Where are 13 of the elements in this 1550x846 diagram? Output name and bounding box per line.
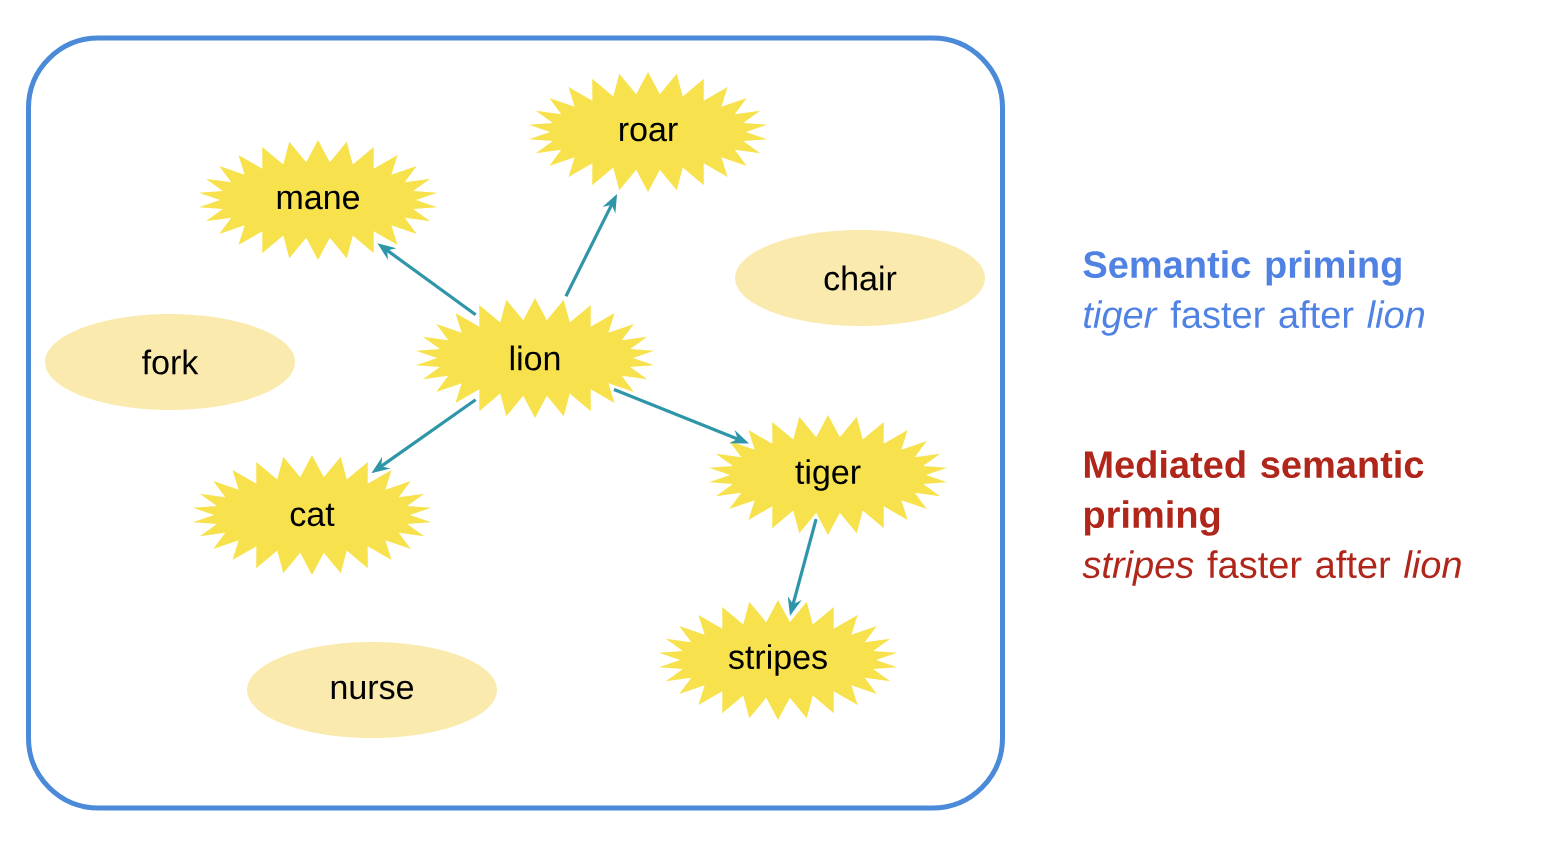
- starburst-node: cat: [192, 455, 432, 575]
- ellipse-node: chair: [735, 230, 985, 326]
- starburst-node: roar: [528, 72, 768, 192]
- starburst-node: mane: [198, 140, 438, 260]
- ellipse-node: nurse: [247, 642, 497, 738]
- heading: Semantic priming: [1083, 250, 1401, 286]
- ellipse-node: fork: [45, 314, 295, 410]
- caption-text: tiger faster after lion: [1084, 300, 1425, 336]
- caption-text: stripes faster after lion: [1082, 550, 1461, 586]
- starburst-node: lion: [415, 298, 655, 418]
- starburst-node: stripes: [658, 600, 898, 720]
- frame-box: [26, 35, 1005, 811]
- starburst-node: tiger: [708, 415, 948, 535]
